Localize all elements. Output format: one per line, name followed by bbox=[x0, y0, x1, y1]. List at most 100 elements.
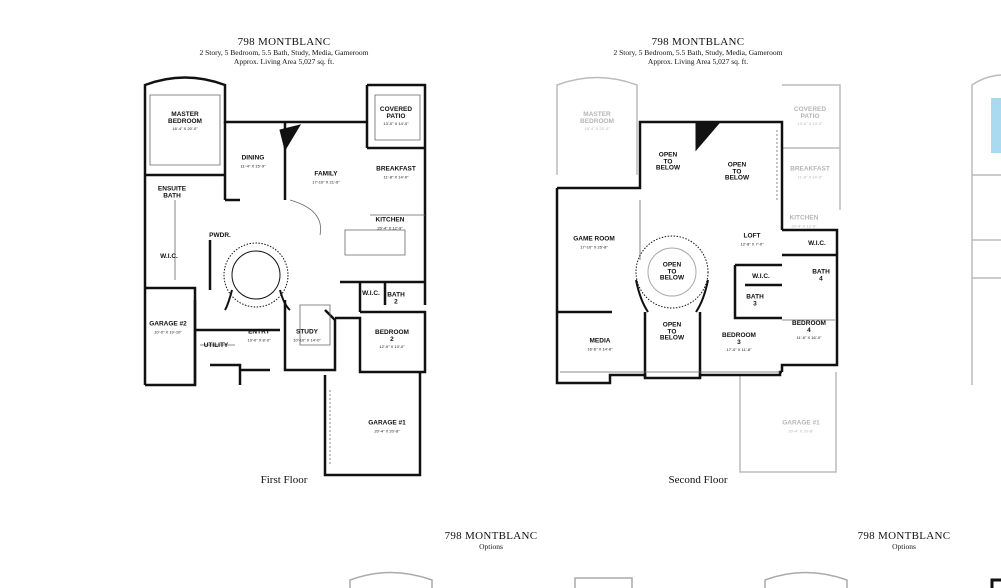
third-plan-partial bbox=[971, 74, 1001, 385]
room-dims: 20'-4" X 12'-9" bbox=[377, 224, 403, 230]
room-name: GARAGE #2 bbox=[149, 320, 187, 328]
room-dims: 13'-0" X 14'-0" bbox=[383, 121, 409, 126]
room-name: PWDR. bbox=[209, 231, 231, 239]
room-name: COVERED PATIO bbox=[793, 106, 827, 120]
room-open-to-below-1: OPEN TO BELOW bbox=[656, 152, 680, 172]
room-name: OPEN TO BELOW bbox=[655, 151, 681, 172]
room-name: GARAGE #1 bbox=[368, 419, 406, 427]
plan-summary: 2 Story, 5 Bedroom, 5.5 Bath, Study, Med… bbox=[613, 48, 783, 57]
second-floor-stair bbox=[635, 235, 709, 313]
plan-area: Approx. Living Area 5,027 sq. ft. bbox=[233, 57, 335, 66]
room-name: MASTER BEDROOM bbox=[580, 111, 614, 125]
options-label: Options bbox=[479, 542, 503, 551]
room-name: MASTER BEDROOM bbox=[168, 111, 202, 125]
options-plan-partials bbox=[349, 571, 1001, 588]
room-powder: PWDR. bbox=[209, 231, 231, 240]
room-wic-2: W.I.C. bbox=[362, 289, 380, 298]
room-open-to-below-stair: OPEN TO BELOW bbox=[660, 262, 684, 282]
room-wic-bed3: W.I.C. bbox=[752, 272, 770, 281]
room-name: STUDY bbox=[295, 328, 319, 336]
room-dims: 10'-0" X 8'-0" bbox=[247, 336, 271, 342]
highlighted-master-bedroom bbox=[991, 98, 1001, 153]
room-dims: 16'-4" X 20'-0" bbox=[584, 126, 610, 131]
room-bath-2: BATH 2 bbox=[387, 291, 405, 306]
room-dims: 17'-0" X 11'-8" bbox=[726, 347, 752, 352]
room-name: UTILITY bbox=[203, 341, 229, 349]
second-floor-thin bbox=[560, 130, 835, 373]
first-floor-thin bbox=[149, 94, 425, 465]
room-wic: W.I.C. bbox=[160, 252, 178, 261]
room-name: OPEN TO BELOW bbox=[659, 321, 685, 342]
room-name: DINING bbox=[241, 154, 265, 162]
room-dims: 20'-4" X 20'-8" bbox=[374, 427, 400, 433]
room-ensuite-bath: ENSUITE BATH bbox=[157, 185, 187, 200]
room-dims: 11'-6" X 16'-0" bbox=[796, 335, 822, 340]
room-name: KITCHEN bbox=[789, 214, 819, 222]
options-title-2: 798 MONTBLANC Options bbox=[858, 530, 951, 551]
room-name: ENSUITE BATH bbox=[157, 185, 187, 199]
room-name: BATH 3 bbox=[746, 293, 764, 307]
room-name: BREAKFAST bbox=[376, 165, 416, 173]
first-floor-stair bbox=[223, 242, 291, 311]
room-name: ENTRY bbox=[248, 328, 270, 336]
room-name: BEDROOM 3 bbox=[722, 332, 756, 346]
room-dims: 12'-9" X 13'-0" bbox=[379, 344, 405, 349]
options-plan-name: 798 MONTBLANC bbox=[857, 530, 951, 542]
room-utility: UTILITY bbox=[203, 341, 229, 350]
room-dims: 11'-8" X 14'-0" bbox=[383, 173, 409, 179]
room-dims: 17'-10" X 25'-8" bbox=[580, 243, 608, 249]
room-name: KITCHEN bbox=[375, 216, 405, 224]
second-floor-walls bbox=[555, 120, 839, 385]
room-name: W.I.C. bbox=[362, 289, 380, 297]
room-dims: 10'-10" X 14'-0" bbox=[293, 336, 321, 342]
room-open-to-below-entry: OPEN TO BELOW bbox=[660, 322, 684, 342]
plan-title-second-floor: 798 MONTBLANC 2 Story, 5 Bedroom, 5.5 Ba… bbox=[613, 36, 782, 66]
options-title-1: 798 MONTBLANC Options bbox=[445, 530, 538, 551]
room-bath-3: BATH 3 bbox=[746, 293, 764, 308]
room-name: BEDROOM 2 bbox=[375, 329, 409, 343]
plan-name: 798 MONTBLANC bbox=[237, 36, 331, 48]
room-name: W.I.C. bbox=[160, 252, 178, 260]
room-dims: 11'-4" X 15'-9" bbox=[240, 162, 266, 168]
room-dims: 16'-6" X 14'-6" bbox=[587, 345, 613, 351]
room-name: FAMILY bbox=[314, 170, 338, 178]
room-name: GARAGE #1 bbox=[782, 419, 820, 427]
plan-title-first-floor: 798 MONTBLANC 2 Story, 5 Bedroom, 5.5 Ba… bbox=[199, 36, 368, 66]
room-name: COVERED PATIO bbox=[379, 106, 413, 120]
first-floor-walls bbox=[143, 76, 427, 477]
room-dims: 20'-4" X 20'-8" bbox=[788, 427, 814, 433]
plan-summary: 2 Story, 5 Bedroom, 5.5 Bath, Study, Med… bbox=[199, 48, 369, 57]
room-name: MEDIA bbox=[589, 337, 611, 345]
room-name: BATH 4 bbox=[812, 268, 830, 282]
room-dims: 11'-8" X 14'-0" bbox=[797, 173, 823, 179]
room-name: LOFT bbox=[743, 232, 761, 240]
room-dims: 13'-0" X 14'-0" bbox=[797, 121, 823, 126]
room-open-to-below-2: OPEN TO BELOW bbox=[725, 162, 749, 182]
second-floor-ghost bbox=[556, 76, 841, 473]
room-bath-4: BATH 4 bbox=[812, 268, 830, 283]
caption-first-floor: First Floor bbox=[260, 474, 308, 486]
room-name: BREAKFAST bbox=[790, 165, 830, 173]
plan-area: Approx. Living Area 5,027 sq. ft. bbox=[647, 57, 749, 66]
room-name: W.I.C. bbox=[752, 272, 770, 280]
room-name: W.I.C. bbox=[808, 239, 826, 247]
room-wic-bed4: W.I.C. bbox=[808, 239, 826, 248]
room-name: BATH 2 bbox=[387, 291, 405, 305]
